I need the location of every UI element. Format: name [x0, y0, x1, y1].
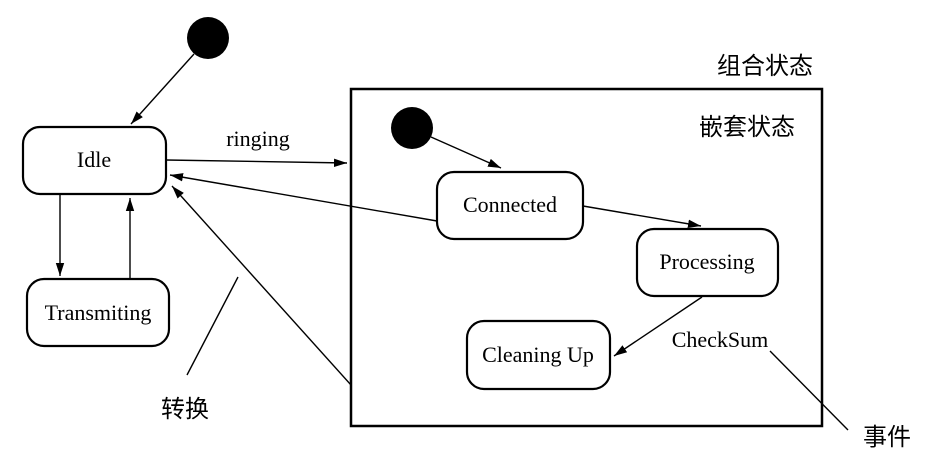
transition-annotation-callout-line — [186, 276, 239, 376]
transition-connected-to-processing-arrow — [582, 205, 702, 228]
state-transmiting: Transmiting — [25, 277, 171, 348]
transition-annotation: 转换 — [161, 396, 209, 423]
state-cleaning-up-shape — [465, 319, 612, 391]
event-annotation-callout-line — [769, 350, 849, 431]
composite-state-annotation: 组合状态 — [717, 53, 813, 80]
initial-state-dot — [187, 17, 229, 59]
composite-state-boundary — [349, 87, 824, 428]
transition-initial-to-idle-arrow — [130, 53, 195, 125]
transition-idle-ringing-arrow — [165, 158, 348, 167]
state-idle-shape — [21, 125, 168, 196]
state-connected: Connected — [435, 170, 585, 241]
nested-initial-state-dot — [391, 107, 433, 149]
state-transmiting-shape — [25, 277, 171, 348]
ringing-transition-label: ringing — [226, 126, 290, 151]
state-idle-label: Idle — [77, 147, 111, 172]
state-transmiting-label: Transmiting — [45, 300, 152, 325]
state-cleaning-up: Cleaning Up — [465, 319, 612, 391]
transition-connected-to-idle-arrow — [169, 173, 438, 222]
nested-state-annotation: 嵌套状态 — [699, 114, 795, 141]
checksum-transition-label: CheckSum — [672, 327, 769, 352]
state-processing-label: Processing — [659, 249, 754, 274]
state-cleaning-up-label: Cleaning Up — [482, 342, 594, 367]
state-connected-label: Connected — [463, 192, 557, 217]
transition-nested-initial-to-connected-arrow — [430, 136, 502, 169]
state-connected-shape — [435, 170, 585, 241]
state-processing: Processing — [635, 227, 780, 298]
event-annotation: 事件 — [863, 424, 911, 451]
state-idle: Idle — [21, 125, 168, 196]
transition-composite-to-idle-arrow — [171, 185, 352, 386]
transition-processing-to-cleaningup-arrow — [613, 296, 703, 357]
state-processing-shape — [635, 227, 780, 298]
